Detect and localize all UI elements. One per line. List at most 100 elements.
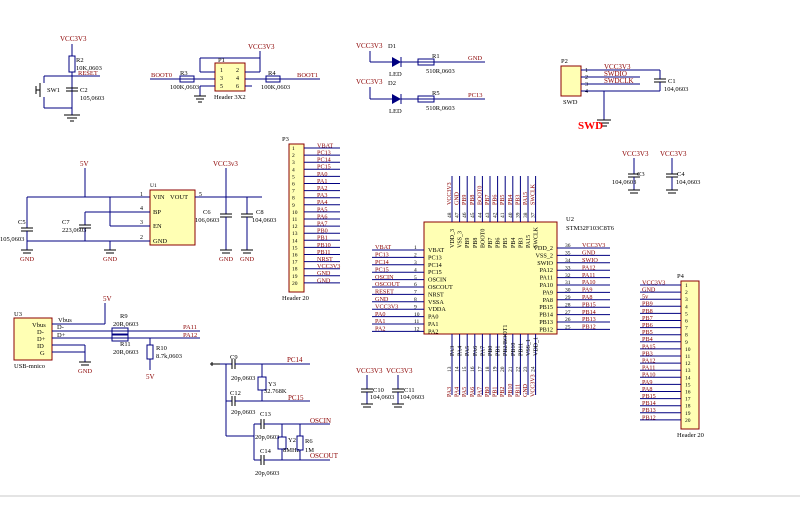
mcu-top-pin-name: PB6 (496, 238, 502, 248)
mcu-right-net: PB14 (582, 309, 596, 316)
svg-text:20p,0603: 20p,0603 (231, 375, 255, 382)
mcu-bottom-pin-name: PB11 (518, 343, 524, 356)
mcu-bottom-pin-name: PB1 (496, 346, 502, 356)
p4-pin-number: 2 (685, 290, 688, 296)
p3-pin-number: 14 (292, 238, 298, 244)
mcu-left-pin-number: 5 (414, 275, 417, 281)
mcu-top-net: PB8 (470, 195, 476, 205)
p3-pin-number: 12 (292, 224, 298, 230)
p4-pin-number: 17 (685, 397, 691, 403)
svg-text:C14: C14 (260, 448, 272, 455)
p4-net-label: PB14 (642, 400, 656, 407)
mcu-bottom-net: PA5 (462, 387, 468, 397)
mcu-left-net: PC13 (375, 252, 389, 259)
svg-text:5V: 5V (103, 295, 112, 303)
svg-text:4: 4 (585, 89, 588, 95)
svg-text:10K,0603: 10K,0603 (76, 65, 102, 72)
mcu-left-net: PA0 (375, 311, 385, 318)
mcu-bottom-net: PB10 (508, 384, 514, 397)
svg-text:32.768K: 32.768K (264, 388, 287, 395)
svg-text:6: 6 (236, 84, 239, 90)
svg-text:R10: R10 (156, 345, 167, 352)
mcu-left-net: OSCOUT (375, 281, 400, 288)
mcu-top-net: PB4 (508, 195, 514, 205)
svg-text:4: 4 (140, 206, 143, 212)
mcu-left-pin-number: 11 (414, 319, 420, 325)
p4-pin-number: 11 (685, 354, 691, 360)
svg-text:C1: C1 (668, 78, 676, 85)
p4-pin-number: 3 (685, 297, 688, 303)
mcu-top-pin-number: 43 (485, 212, 491, 218)
p4-pin-number: 19 (685, 411, 691, 417)
svg-text:5: 5 (220, 84, 223, 90)
p4-pin-number: 1 (685, 283, 688, 289)
svg-text:223,0603: 223,0603 (62, 227, 86, 234)
p3-pin-number: 5 (292, 174, 295, 180)
svg-text:104,0603: 104,0603 (676, 179, 700, 186)
mcu-right-pin-name: PA12 (539, 267, 553, 274)
mcu-right-pin-name: PB15 (539, 304, 553, 311)
mcu-right-pin-number: 36 (565, 243, 571, 249)
svg-text:C8: C8 (256, 209, 264, 216)
svg-text:R11: R11 (120, 341, 131, 348)
svg-text:P4: P4 (677, 273, 685, 280)
p4-pin-number: 12 (685, 361, 691, 367)
mcu-left-net: PC14 (375, 259, 389, 266)
led-circuit: VCC3V3 D1 LED R1 510R,0603 GND VCC3V3 D2… (356, 42, 485, 115)
swd-title: SWD (578, 120, 603, 132)
mcu-bottom-net: VCC3V3 (531, 374, 537, 397)
p4-pin-number: 7 (685, 326, 688, 332)
svg-text:510R,0603: 510R,0603 (426, 105, 455, 112)
p4-net-label: PA11 (642, 365, 655, 372)
svg-text:U1: U1 (150, 183, 157, 189)
mcu-top-pin-number: 42 (493, 212, 499, 218)
svg-text:VOUT: VOUT (170, 194, 188, 201)
p3-pin-number: 16 (292, 253, 298, 259)
mcu-right-pin-name: PA8 (543, 297, 553, 304)
mcu-bottom-net: PB11 (515, 384, 521, 397)
svg-text:20p,0603: 20p,0603 (255, 470, 279, 477)
p4-pin-number: 16 (685, 390, 691, 396)
svg-text:104,0603: 104,0603 (400, 394, 424, 401)
p4-pin-number: 13 (685, 368, 691, 374)
svg-text:8MHz: 8MHz (283, 447, 300, 454)
svg-text:Y3: Y3 (268, 381, 276, 388)
p3-net-label: PA0 (317, 171, 327, 178)
mcu-top-pin-number: 45 (470, 212, 476, 218)
svg-text:PA12: PA12 (183, 332, 197, 339)
svg-text:100K,0603: 100K,0603 (170, 84, 199, 91)
mcu-right-net: PA8 (582, 294, 592, 301)
mcu-right-pin-name: PB13 (539, 319, 553, 326)
decoupling-c10-c11: VCC3V3 C10 104,0603 VCC3V3 C11 104,0603 (356, 367, 424, 408)
mcu-bottom-pin-name: PA5 (465, 346, 471, 356)
svg-text:104,0603: 104,0603 (370, 394, 394, 401)
p4-net-label: PA8 (642, 386, 652, 393)
svg-text:4: 4 (236, 76, 239, 82)
svg-text:D+: D+ (37, 336, 46, 343)
svg-text:R1: R1 (432, 53, 440, 60)
p3-net-label: PC13 (317, 150, 331, 157)
svg-text:3: 3 (585, 82, 588, 88)
svg-text:104,0603: 104,0603 (664, 86, 688, 93)
mcu-top-pin-name: PB5 (503, 238, 509, 248)
mcu-top-net: BOOT0 (477, 186, 483, 205)
mcu-bottom-pin-number: 18 (485, 366, 491, 372)
svg-text:P3: P3 (282, 136, 289, 143)
p3-net-label: VCC3V3 (317, 263, 340, 270)
mcu-top-pin-number: 40 (508, 212, 514, 218)
p4-net-label: PB13 (642, 407, 656, 414)
mcu-left-pin-name: PA2 (428, 328, 438, 335)
mcu-top-pin-number: 38 (523, 212, 529, 218)
mcu-top-net: SWCLK (531, 183, 537, 205)
svg-text:VCC3V3: VCC3V3 (356, 78, 383, 86)
svg-text:ID: ID (37, 343, 44, 350)
svg-text:BP: BP (153, 209, 161, 216)
mcu-left-net: GND (375, 296, 389, 303)
mcu-left-pin-name: VDDA (428, 306, 446, 313)
svg-text:C13: C13 (260, 411, 271, 418)
mcu-right-net: PA11 (582, 272, 595, 279)
svg-text:P1: P1 (218, 57, 225, 64)
svg-text:OSCIN: OSCIN (310, 417, 331, 425)
mcu-bottom-net: GND (523, 383, 529, 397)
